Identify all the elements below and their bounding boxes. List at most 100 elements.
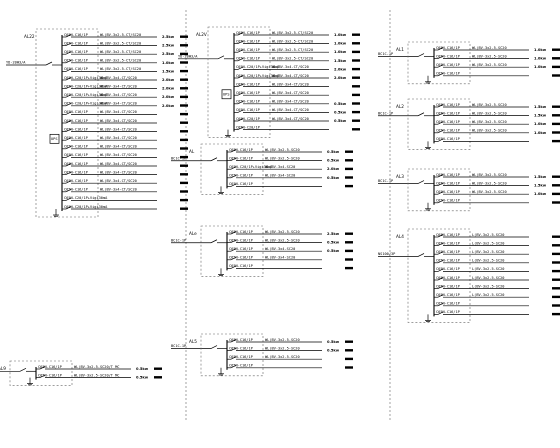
ups-label: UPS bbox=[51, 137, 58, 141]
load-label: 2.0kw bbox=[162, 104, 175, 108]
panel-label: AL4 bbox=[396, 234, 404, 239]
breaker-contact bbox=[437, 174, 444, 178]
load-marker bbox=[552, 122, 560, 126]
cable-label: L(BV-3x2.5-SC20 bbox=[472, 293, 504, 297]
breaker-contact bbox=[437, 234, 444, 238]
cable-label: WL(BV-3x4-CT/SC20 bbox=[100, 162, 137, 166]
load-marker bbox=[552, 184, 560, 187]
cable-label: L(BV-3x2.5-SC20 bbox=[472, 284, 504, 288]
breaker-label: C65N-C16/1P bbox=[436, 54, 460, 58]
cable-label: WL(BV-3x2.5-SC20 bbox=[265, 230, 300, 234]
breaker-contact bbox=[437, 138, 444, 142]
breaker-contact bbox=[437, 191, 444, 195]
breaker-label: C65N-C16/1P bbox=[38, 373, 62, 377]
breaker-contact bbox=[230, 157, 237, 161]
breaker-label: C65N-C20/1P+Vigi30mA bbox=[64, 84, 108, 88]
load-label: 2.5kw bbox=[327, 232, 340, 236]
circuit-row: C65N-C16/1P bbox=[434, 310, 560, 316]
breaker-contact bbox=[437, 259, 444, 264]
load-marker bbox=[345, 340, 353, 343]
load-marker bbox=[552, 139, 560, 143]
load-marker bbox=[352, 93, 360, 97]
breaker-label: C65N-C20/1P+Vigi30mA bbox=[64, 93, 108, 97]
load-label: 1.0kw bbox=[334, 42, 347, 46]
circuit-row: C65N-C20/1P+Vigi30mAWL(BV-3x4-CT/SC202.0… bbox=[62, 84, 188, 91]
incoming-breaker-label: BC1C-1P bbox=[171, 156, 186, 160]
breaker-label: C65N-C16/1P bbox=[436, 284, 460, 288]
breaker-label: C65N-C16/1P bbox=[436, 241, 460, 245]
sheet-dividers bbox=[185, 10, 391, 420]
panel-label: AL2V bbox=[196, 32, 207, 37]
breaker-label: C65N-C16/1P bbox=[436, 137, 460, 141]
load-marker bbox=[552, 74, 560, 77]
breaker-label: C65N-C16/1P bbox=[64, 33, 88, 37]
main-switch bbox=[217, 55, 225, 60]
ups-box bbox=[49, 133, 60, 144]
load-marker bbox=[180, 78, 188, 81]
cable-label: WL(BV-3x4-CT/SC20 bbox=[272, 74, 309, 78]
breaker-label: C65N-C16/1P bbox=[236, 108, 260, 112]
breaker-contact bbox=[65, 85, 72, 89]
cable-label: WL(BV-3x2.5-CT/SC20 bbox=[100, 33, 141, 37]
breaker-contact bbox=[437, 311, 444, 315]
breaker-label: C65N-C16/1P bbox=[64, 179, 88, 183]
load-marker bbox=[352, 42, 360, 45]
load-marker bbox=[345, 232, 353, 235]
circuit-row: C65N-C16/1P L(BV-3x2.5-SC20 bbox=[434, 284, 560, 290]
cable-label: WL(BV-3x2.5-SC20 bbox=[265, 148, 300, 152]
breaker-contact bbox=[237, 66, 244, 70]
incoming-breaker-label: BC1C-1P bbox=[378, 111, 393, 115]
load-marker bbox=[552, 287, 560, 290]
breaker-contact bbox=[65, 120, 72, 124]
breaker-label: C65N-C16/1P bbox=[436, 63, 460, 67]
cable-label: WL(BV-3x2.5-SC20 bbox=[472, 120, 507, 124]
load-marker bbox=[352, 59, 360, 62]
breaker-label: C65N-C16/1P bbox=[64, 145, 88, 149]
breaker-label: C65N-C16/1P bbox=[64, 41, 88, 45]
breaker-label: C65N-C16/1P bbox=[38, 365, 62, 369]
circuit-row: C65N-C16/1P bbox=[227, 182, 353, 188]
breaker-label: C65N-C16/1P bbox=[236, 82, 260, 86]
load-marker bbox=[345, 159, 353, 162]
breaker-contact bbox=[437, 182, 444, 186]
panel-label: AL3 bbox=[396, 174, 404, 179]
circuit-row: C65N-C16/1P bbox=[227, 364, 353, 369]
load-marker bbox=[552, 295, 560, 299]
load-label: 0.5kw bbox=[327, 241, 340, 245]
breaker-contact bbox=[437, 242, 444, 246]
load-label: 2.0kw bbox=[334, 67, 347, 71]
panel-label: AL5 bbox=[189, 339, 197, 344]
cable-label: WL(BV-3x2.5-CT/SC20 bbox=[100, 59, 141, 63]
breaker-label: C65N-C16/1P bbox=[229, 247, 253, 251]
cable-label: WL(BV-3x4-CT/SC20 bbox=[100, 110, 137, 114]
breaker-contact bbox=[65, 154, 72, 158]
breaker-contact bbox=[237, 75, 244, 79]
load-marker bbox=[352, 119, 360, 122]
breaker-contact bbox=[237, 57, 244, 62]
load-label: 2.0kw bbox=[334, 76, 347, 80]
circuit-row: C65N-C20/1P+Vigi30mAWL(BV-3x4-CT/SC202.0… bbox=[62, 102, 188, 108]
breaker-label: C65N-C20/1P bbox=[236, 125, 260, 129]
breaker-contact bbox=[65, 163, 72, 167]
breaker-label: C65N-C16/1P bbox=[229, 256, 253, 260]
breaker-contact bbox=[65, 128, 72, 132]
load-marker bbox=[180, 69, 188, 73]
circuit-row: C65N-C16/1P bbox=[434, 137, 560, 143]
load-label: 0.5kw bbox=[327, 349, 340, 353]
